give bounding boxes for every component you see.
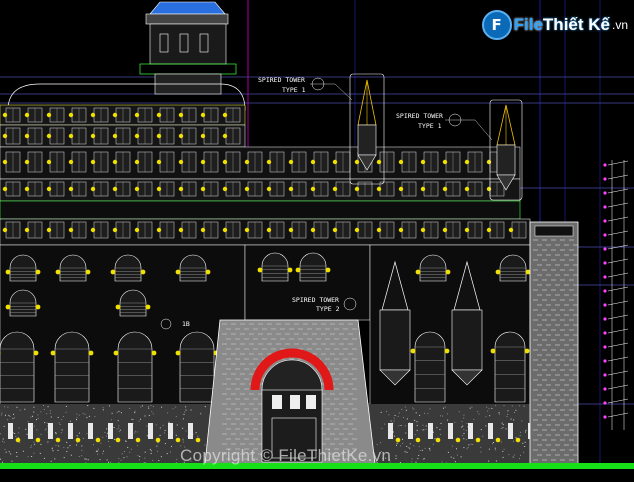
annotations: SPIRED TOWER TYPE 1 SPIRED TOWER TYPE 1 … <box>160 76 493 330</box>
lower-windows <box>0 252 531 403</box>
tower-type-1: TYPE 1 <box>282 86 306 94</box>
logo-tld: .vn <box>611 18 628 32</box>
central-gate <box>204 319 376 465</box>
logo-word-1: File <box>513 15 543 34</box>
tower-label-1: SPIRED TOWER <box>258 76 305 84</box>
logo-text: FileThiết Kế <box>514 15 610 35</box>
stone-base-texture <box>0 405 541 464</box>
tower-label-2: SPIRED TOWER <box>396 112 443 120</box>
right-tower <box>529 221 579 473</box>
spired-tower-type-2-a <box>379 260 411 386</box>
spired-tower-type-2-b <box>451 260 483 386</box>
spired-tower-type-1-a <box>349 73 385 185</box>
ground-line <box>0 463 634 469</box>
tower-type-2: TYPE 1 <box>418 122 442 130</box>
site-logo[interactable]: F FileThiết Kế .vn <box>481 10 628 40</box>
upper-windows <box>2 107 527 239</box>
central-tower <box>139 1 237 95</box>
logo-mark-icon: F <box>481 10 512 40</box>
section-ref: 1B <box>182 320 190 328</box>
tower-type-3: TYPE 2 <box>316 305 340 313</box>
copyright-watermark: Copyright © FileThietKe.vn <box>180 446 392 465</box>
tower-label-3: SPIRED TOWER <box>292 296 339 304</box>
dimension-chain <box>603 160 629 430</box>
spired-tower-type-1-b <box>489 99 523 201</box>
logo-word-2: Thiết Kế <box>542 15 610 34</box>
